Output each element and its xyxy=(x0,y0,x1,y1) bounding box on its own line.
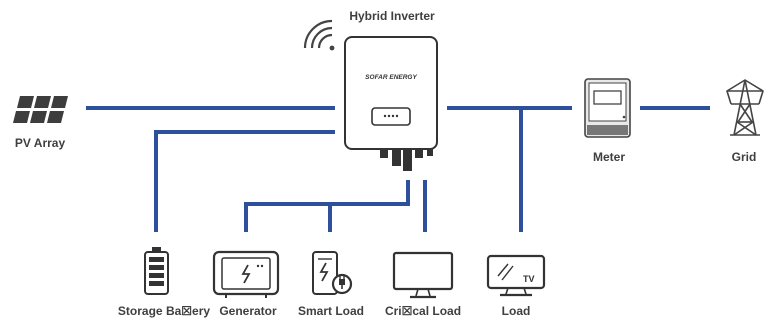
grid-label: Grid xyxy=(731,150,757,164)
hybrid-inverter-icon xyxy=(344,36,438,171)
inverter-brand-text: SOFAR ENERGY xyxy=(365,74,417,81)
smart-load-icon xyxy=(312,251,353,295)
hybrid-inverter-title: Hybrid Inverter xyxy=(349,9,435,23)
pv-array-icon xyxy=(13,96,68,123)
storage-battery-icon xyxy=(144,247,169,295)
load-tv-icon xyxy=(486,254,546,297)
critical-load-icon xyxy=(392,251,454,299)
wifi-signal-icon xyxy=(303,19,335,51)
tv-icon-text: TV xyxy=(523,274,535,284)
meter-icon xyxy=(584,78,631,138)
grid-tower-icon xyxy=(726,79,764,136)
smart-load-label: Smart Load xyxy=(297,304,365,318)
pv-array-label: PV Array xyxy=(14,136,66,150)
generator-icon xyxy=(212,250,280,298)
connection-lines xyxy=(86,106,710,232)
meter-label: Meter xyxy=(592,150,626,164)
line-generator-branch xyxy=(244,180,410,232)
load-label: Load xyxy=(501,304,531,318)
critical-load-label: Cri☒cal Load xyxy=(384,304,462,318)
generator-label: Generator xyxy=(219,304,277,318)
line-inverter-to-battery xyxy=(154,130,335,232)
storage-battery-label: Storage Ba☒ery xyxy=(117,304,211,318)
